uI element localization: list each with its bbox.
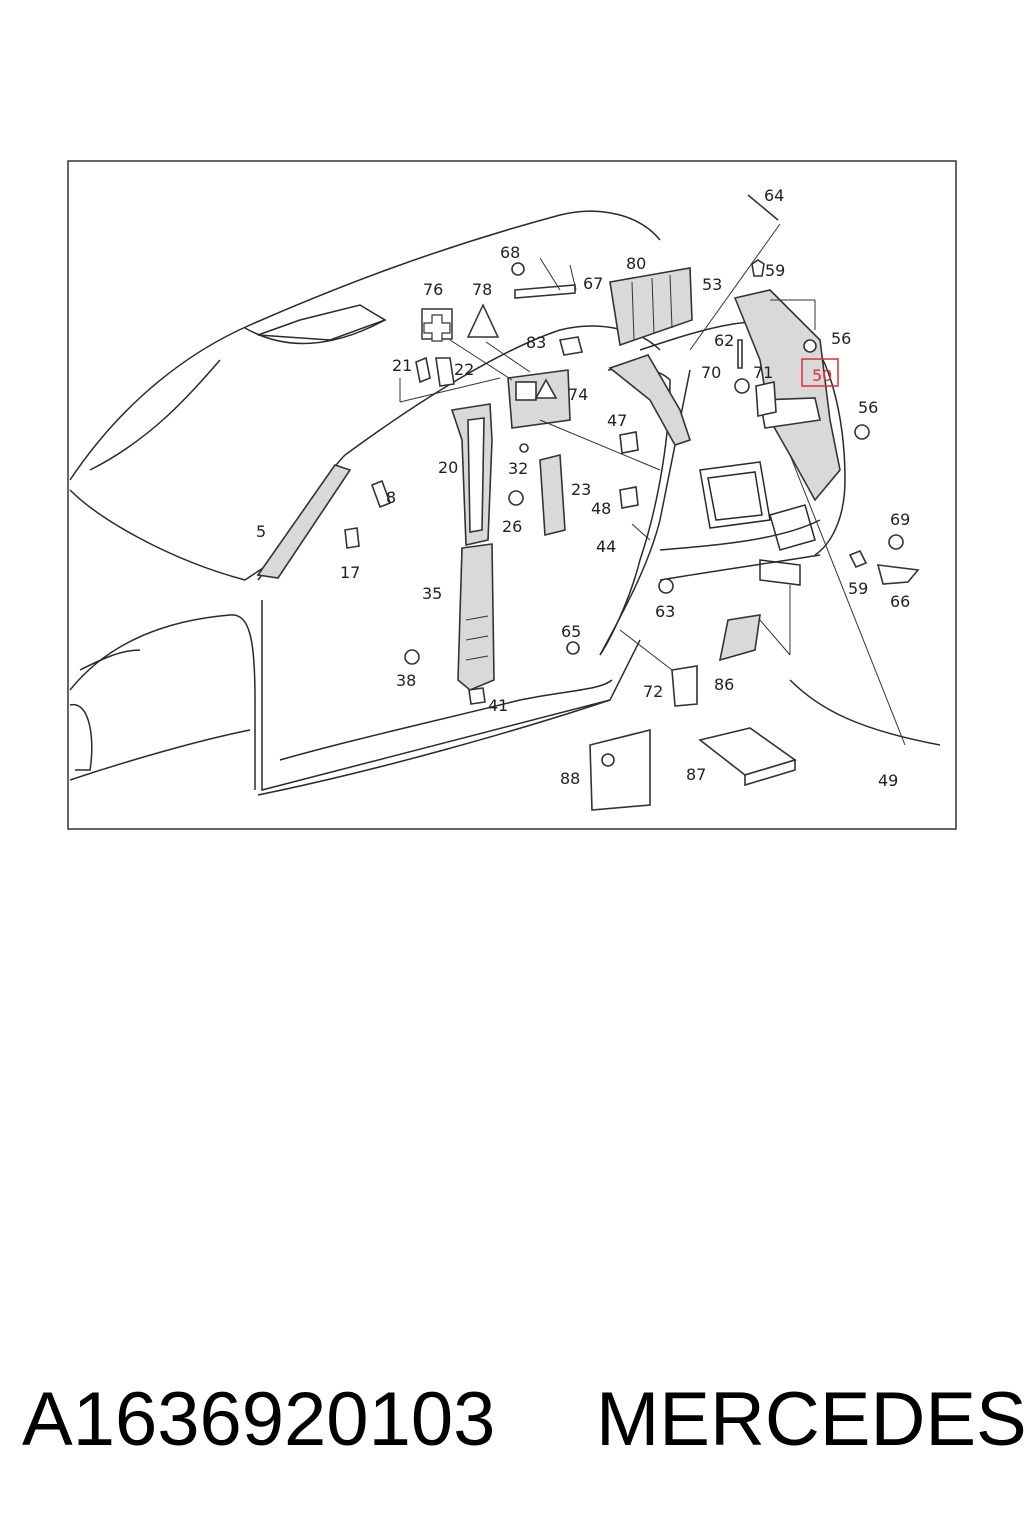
callout-38: 38 [396,671,416,690]
callout-66: 66 [890,592,910,611]
callout-48: 48 [591,499,611,518]
callout-88: 88 [560,769,580,788]
callout-41: 41 [488,696,508,715]
callout-69: 69 [890,510,910,529]
callout-21: 21 [392,356,412,375]
callout-50: 50 [812,366,832,385]
callout-32: 32 [508,459,528,478]
callout-80: 80 [626,254,646,273]
callout-26: 26 [502,517,522,536]
a-pillar-trim [256,464,352,579]
bracket-23 [539,453,566,537]
highlight-box [801,358,839,387]
callout-56a: 56 [831,329,851,348]
callout-62: 62 [714,331,734,350]
callout-70: 70 [701,363,721,382]
b-pillar-lower-trim [457,543,495,691]
warning-triangle-icon [466,303,500,338]
callout-64: 64 [764,186,784,205]
c-pillar-trim [608,354,692,446]
callout-49: 49 [878,771,898,790]
leader-lines [399,223,906,746]
first-aid-panel [507,369,571,429]
callout-35: 35 [422,584,442,603]
callout-78: 78 [472,280,492,299]
callout-20: 20 [438,458,458,477]
callout-63: 63 [655,602,675,621]
cover-86 [718,614,761,662]
callout-83: 83 [526,333,546,352]
callout-8: 8 [386,488,396,507]
fastener-icons [344,194,920,707]
part-number: A1636920103 [22,1377,496,1462]
callout-53: 53 [702,275,722,294]
first-aid-cross-icon [421,308,453,342]
callout-44: 44 [596,537,616,556]
callout-65: 65 [561,622,581,641]
callout-47: 47 [607,411,627,430]
callout-56b: 56 [858,398,878,417]
manual-88 [589,728,651,811]
callout-labels: 5 8 17 20 21 22 23 26 32 35 38 41 44 47 … [256,186,910,790]
callout-71: 71 [753,363,773,382]
callout-59a: 59 [765,261,785,280]
b-pillar-upper-trim [450,403,493,546]
callout-59b: 59 [848,579,868,598]
callout-76: 76 [423,280,443,299]
box-87 [698,727,797,787]
brand-name: MERCEDES [596,1377,1024,1462]
callout-87: 87 [686,765,706,784]
callout-68: 68 [500,243,520,262]
callout-5: 5 [256,522,266,541]
seal-strip-49 [789,679,941,746]
callout-23: 23 [571,480,591,499]
callout-22: 22 [454,360,474,379]
callout-67: 67 [583,274,603,293]
caption: A1636920103 MERCEDES [0,1372,1024,1472]
callout-74: 74 [568,385,588,404]
callout-72: 72 [643,682,663,701]
callout-86: 86 [714,675,734,694]
rear-cover-panel [609,267,693,347]
callout-17: 17 [340,563,360,582]
